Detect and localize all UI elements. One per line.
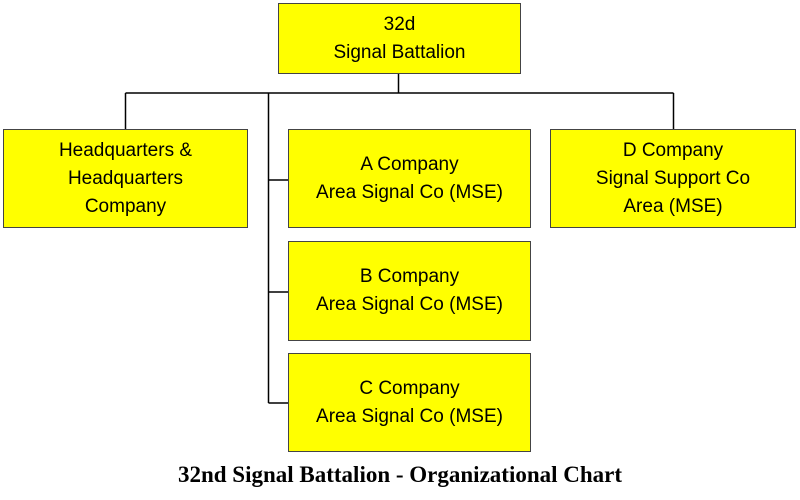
d-company-line2: Signal Support Co <box>595 167 751 189</box>
node-c-company: C Company Area Signal Co (MSE) <box>288 353 531 452</box>
hhc-line1: Headquarters & <box>58 139 193 161</box>
a-company-line2: Area Signal Co (MSE) <box>316 181 503 203</box>
d-company-line3: Area (MSE) <box>623 195 723 217</box>
chart-caption: 32nd Signal Battalion - Organizational C… <box>177 462 623 487</box>
root-node-line1: 32d <box>383 13 416 35</box>
node-headquarters-company: Headquarters & Headquarters Company <box>3 129 248 228</box>
node-a-company: A Company Area Signal Co (MSE) <box>288 129 531 228</box>
b-company-line2: Area Signal Co (MSE) <box>316 294 503 315</box>
d-company-line1: D Company <box>622 139 724 161</box>
node-b-company: B Company Area Signal Co (MSE) <box>288 241 531 341</box>
hhc-line3: Company <box>84 195 167 217</box>
node-d-company: D Company Signal Support Co Area (MSE) <box>550 129 796 228</box>
root-node-32d-signal-battalion: 32d Signal Battalion <box>278 3 521 74</box>
c-company-line2: Area Signal Co (MSE) <box>316 405 503 427</box>
root-node-line2: Signal Battalion <box>333 41 466 63</box>
c-company-line1: C Company <box>359 377 460 399</box>
b-company-line1: B Company <box>359 266 460 287</box>
a-company-line1: A Company <box>360 153 459 175</box>
hhc-line2: Headquarters <box>67 167 184 189</box>
